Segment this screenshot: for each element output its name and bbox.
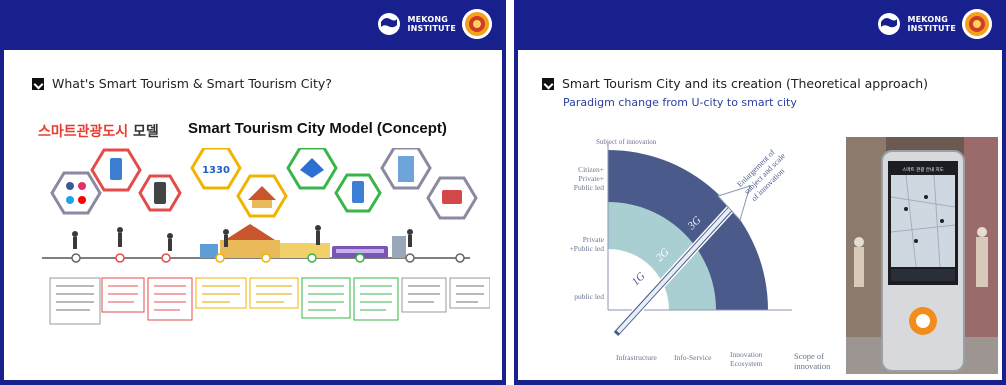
hex-building-icon — [380, 148, 432, 190]
model-title-korean-suffix: 모델 — [133, 124, 159, 140]
description-placeholder-lines — [56, 285, 484, 311]
y-level-labels: Citizen+ Private+ Public led Private +Pu… — [570, 165, 605, 301]
x-level-3: Innovation — [730, 350, 763, 359]
model-title-korean: 스마트관광도시 모델 — [38, 121, 159, 141]
slide-header-bar: MEKONG INSTITUTE — [4, 0, 502, 50]
hex-sns-icon — [50, 171, 102, 215]
slide-subtitle: Paradigm change from U-city to smart cit… — [563, 96, 797, 109]
x-axis-title-1: Scope of — [794, 351, 824, 361]
badge-1330-text: 1330 — [202, 165, 230, 176]
emblem-seal-icon — [462, 9, 492, 39]
timeline-nodes — [71, 253, 465, 263]
arrow-box-icon — [32, 77, 44, 90]
hex-mobile-icon — [138, 174, 182, 212]
hex-vr-icon — [286, 148, 338, 190]
brand-line-1: MEKONG — [407, 15, 448, 24]
emblem-seal-icon — [962, 9, 992, 39]
slide-smart-tourism-creation: MEKONG INSTITUTE Smart Tourism City and … — [514, 0, 1006, 385]
y-level-5: +Public led — [570, 244, 605, 253]
kiosk-screen-title: 스마트 관광 안내 지도 — [902, 166, 944, 173]
brand-line-1: MEKONG — [907, 15, 948, 24]
hex-phone-icon — [334, 173, 382, 213]
hex-app-icon — [90, 148, 142, 192]
mekong-institute-logo: MEKONG INSTITUTE — [377, 9, 492, 39]
slide-smart-tourism-model: MEKONG INSTITUTE What's Smart Tourism & … — [0, 0, 506, 385]
tourist-figures — [72, 225, 413, 251]
hex-card-icon — [426, 176, 478, 220]
x-axis-title-2: innovation — [794, 361, 831, 371]
smart-tourism-infographic: 1330 — [42, 148, 490, 325]
brand-line-2: INSTITUTE — [907, 24, 956, 33]
slide-header-bar: MEKONG INSTITUTE — [518, 0, 1002, 50]
x-level-4: Ecosystem — [730, 359, 763, 368]
slide-title-row: What's Smart Tourism & Smart Tourism Cit… — [32, 76, 332, 91]
enlargement-arrow — [612, 185, 751, 338]
mekong-globe-icon — [878, 13, 901, 35]
kiosk-photo: 스마트 관광 안내 지도 — [846, 137, 998, 374]
x-level-1: Infrastructure — [616, 353, 657, 362]
y-level-2: Private+ — [579, 174, 604, 183]
y-level-3: Public led — [574, 183, 604, 192]
mekong-globe-icon — [378, 13, 401, 35]
slide-title-row: Smart Tourism City and its creation (The… — [542, 76, 928, 91]
y-level-1: Citizen+ — [578, 165, 604, 174]
y-axis-title: Subject of innovation — [596, 138, 657, 146]
hex-1330-icon: 1330 — [190, 148, 242, 190]
y-level-6: public led — [574, 292, 604, 301]
mekong-institute-logo: MEKONG INSTITUTE — [877, 9, 992, 39]
model-title-korean-main: 스마트관광도시 — [38, 124, 129, 140]
x-level-2: Info-Service — [674, 353, 712, 362]
arrow-box-icon — [542, 77, 554, 90]
slide-title: What's Smart Tourism & Smart Tourism Cit… — [52, 76, 332, 91]
y-level-4: Private — [583, 235, 605, 244]
innovation-diagram: 1G 2G 3G Enlargement of subject and scal… — [570, 138, 832, 371]
hex-palace-icon — [236, 174, 288, 218]
slide-title: Smart Tourism City and its creation (The… — [562, 76, 929, 91]
x-level-labels: Infrastructure Info-Service Innovation E… — [616, 350, 831, 371]
kiosk-map — [891, 175, 955, 267]
city-skyline-illustration — [200, 224, 406, 258]
model-title-english: Smart Tourism City Model (Concept) — [188, 120, 447, 137]
brand-line-2: INSTITUTE — [407, 24, 456, 33]
